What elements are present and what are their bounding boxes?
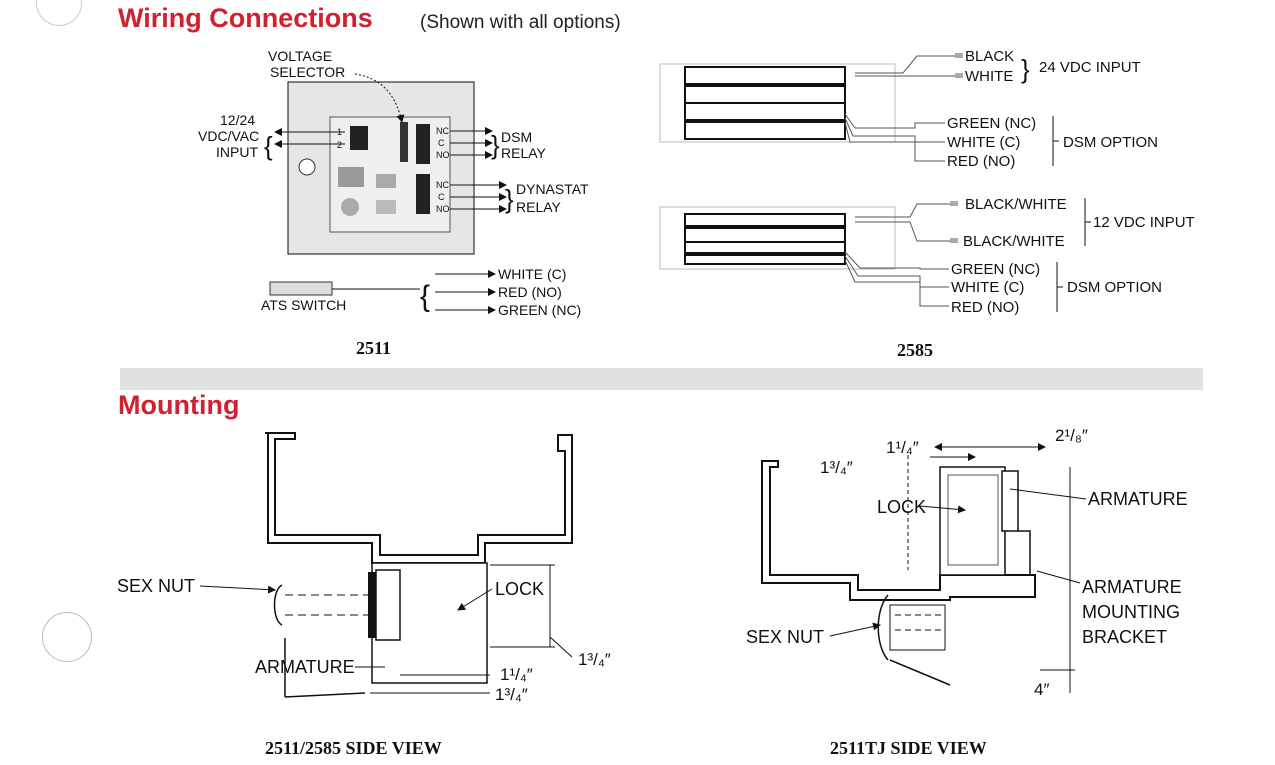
dsm-green-label: GREEN (NC) xyxy=(947,115,1036,132)
wiring-2585-diagram: BLACK WHITE } 24 VDC INPUT GREEN (NC) WH… xyxy=(659,48,1195,316)
tj-dim-left-label: 1³/₄″ xyxy=(820,458,853,477)
input-12vdc-label: 12 VDC INPUT xyxy=(1093,214,1195,231)
dsm-white-label: WHITE (C) xyxy=(947,134,1020,151)
tj-side-view-diagram: 1¹/₄″ 1³/₄″ 2¹/₈″ LOCK ARMATURE ARMATURE… xyxy=(746,426,1188,699)
caption-2511: 2511 xyxy=(356,338,392,358)
armature-label: ARMATURE xyxy=(255,657,355,677)
sex-nut-label: SEX NUT xyxy=(117,576,195,596)
divider-band xyxy=(120,368,1203,390)
lock-label: LOCK xyxy=(495,579,544,599)
ats-switch-label: ATS SWITCH xyxy=(261,297,346,313)
binder-hole xyxy=(42,612,92,662)
mounting-title: Mounting xyxy=(118,390,240,420)
wiring-2511-diagram: VOLTAGE SELECTOR 12/24 VDC/VAC INPUT { 1… xyxy=(198,48,589,318)
tj-bracket-label-3: BRACKET xyxy=(1082,627,1167,647)
voltage-selector-label-2: SELECTOR xyxy=(270,64,345,80)
caption-2585: 2585 xyxy=(897,340,933,360)
dsm-relay-label: DSM xyxy=(501,129,532,145)
dsm-no: NO xyxy=(436,150,450,160)
dsm-option-label: DSM OPTION xyxy=(1063,134,1158,151)
wiring-subtitle: (Shown with all options) xyxy=(420,12,621,33)
input-label-2: VDC/VAC xyxy=(198,128,259,144)
ats-switch-body xyxy=(269,281,333,296)
tj-bracket-label-1: ARMATURE xyxy=(1082,577,1182,597)
ats-white-label: WHITE (C) xyxy=(498,266,566,282)
tj-sex-nut-label: SEX NUT xyxy=(746,627,824,647)
dsm-relay-label-2: RELAY xyxy=(501,145,547,161)
voltage-selector-label: VOLTAGE xyxy=(268,48,332,64)
wire-bw2-label: BLACK/WHITE xyxy=(963,233,1065,250)
tj-armature-label: ARMATURE xyxy=(1088,489,1188,509)
dim-b-label: 1³/₄″ xyxy=(495,685,528,704)
wiring-title: Wiring Connections xyxy=(118,3,373,33)
dyn-c: C xyxy=(438,192,445,202)
ats-green-label: GREEN (NC) xyxy=(498,302,581,318)
input-label-3: INPUT xyxy=(216,144,258,160)
dyn-nc: NC xyxy=(436,180,449,190)
svg-text:{: { xyxy=(264,131,273,161)
dsm2-green-label: GREEN (NC) xyxy=(951,261,1040,278)
input-label-1: 12/24 xyxy=(220,112,255,128)
svg-text:{: { xyxy=(420,280,430,313)
terminal-2: 2 xyxy=(337,140,342,150)
svg-text:}: } xyxy=(505,184,514,214)
tj-armature xyxy=(1001,470,1019,532)
tj-bracket-label-2: MOUNTING xyxy=(1082,602,1180,622)
dsm2-option-label: DSM OPTION xyxy=(1067,279,1162,296)
armature-body xyxy=(368,572,376,638)
wire-bw1-label: BLACK/WHITE xyxy=(965,196,1067,213)
side-view-diagram: SEX NUT LOCK ARMATURE 1³/₄″ 1¹/₄″ 1³/₄″ xyxy=(117,432,611,704)
binder-hole-top xyxy=(36,0,82,26)
ats-red-label: RED (NO) xyxy=(498,284,562,300)
dsm2-red-label: RED (NO) xyxy=(951,299,1019,316)
dim-a-label: 1¹/₄″ xyxy=(500,665,533,684)
dynastat-relay-label: DYNASTAT xyxy=(516,181,589,197)
caption-tj-view: 2511TJ SIDE VIEW xyxy=(830,738,987,758)
terminal-1: 1 xyxy=(337,127,342,137)
dsm2-white-label: WHITE (C) xyxy=(951,279,1024,296)
dsm-red-label: RED (NO) xyxy=(947,153,1015,170)
dsm-nc: NC xyxy=(436,126,449,136)
wire-black-label: BLACK xyxy=(965,48,1014,65)
dynastat-relay-label-2: RELAY xyxy=(516,199,562,215)
dim-height-label: 1³/₄″ xyxy=(578,650,611,669)
tj-dim-bottom-label: 4″ xyxy=(1034,680,1049,699)
tj-lock-label: LOCK xyxy=(877,497,926,517)
tj-dim-right-label: 2¹/₈″ xyxy=(1055,426,1088,445)
tj-dim-top-label: 1¹/₄″ xyxy=(886,438,919,457)
dyn-no: NO xyxy=(436,204,450,214)
svg-text:}: } xyxy=(1021,54,1030,84)
svg-text:}: } xyxy=(491,130,500,160)
dsm-c: C xyxy=(438,138,445,148)
wire-white-label: WHITE xyxy=(965,68,1013,85)
caption-side-view: 2511/2585 SIDE VIEW xyxy=(265,738,442,758)
input-24vdc-label: 24 VDC INPUT xyxy=(1039,59,1141,76)
